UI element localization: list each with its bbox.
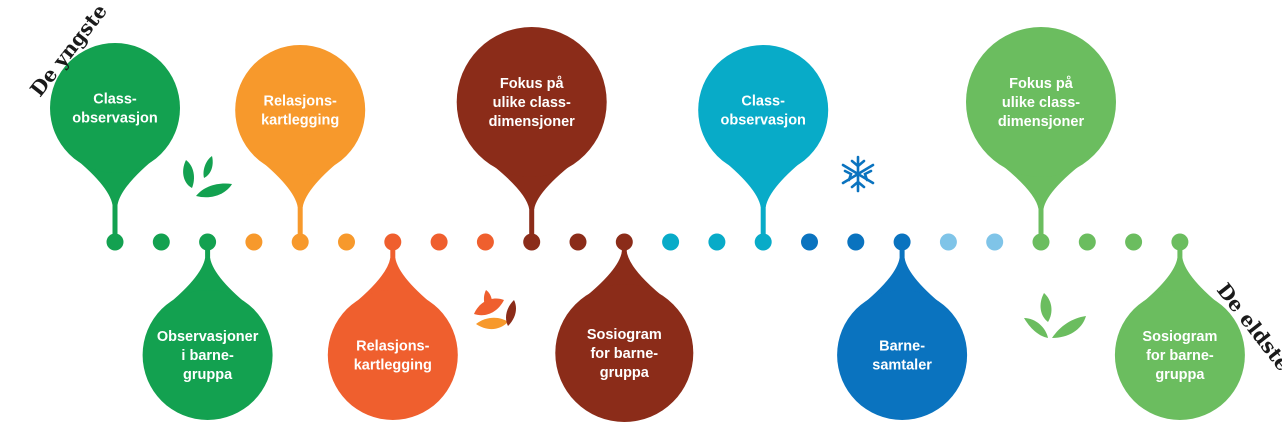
- timeline-dot: [801, 233, 818, 251]
- pin-label-line: observasjon: [72, 111, 157, 127]
- bottom-pin: Observasjoner i barne-gruppa: [142, 242, 273, 420]
- pin-label-line: kartlegging: [261, 113, 339, 129]
- pin-label-line: Relasjons-: [356, 339, 429, 355]
- timeline-dot: [1125, 233, 1143, 251]
- pin-label-line: i barne-: [181, 348, 234, 364]
- timeline-dot: [338, 233, 355, 251]
- pin-label: Relasjons-kartlegging: [261, 94, 339, 129]
- pin-label-line: dimensjoner: [489, 114, 576, 130]
- pin-label: Observasjoner i barne-gruppa: [157, 329, 259, 383]
- timeline-dot: [1171, 233, 1189, 251]
- timeline-dot: [245, 233, 263, 251]
- pin-label-line: Class-: [741, 94, 785, 110]
- pin-label-line: Observasjoner: [157, 329, 259, 345]
- bottom-pin: Sosiogram for barne-gruppa: [555, 242, 694, 422]
- pin-label-line: Sosiogram: [587, 327, 662, 343]
- pin-label-line: kartlegging: [354, 358, 432, 374]
- bottom-pin: Barne-samtaler: [837, 242, 968, 420]
- pin-label-line: gruppa: [183, 367, 233, 383]
- top-pin: Class-observasjon: [698, 45, 829, 242]
- bottom-pin: Sosiogram for barne-gruppa: [1114, 242, 1245, 420]
- pin-label-line: observasjon: [720, 113, 805, 129]
- summer-leaves-icon: [1024, 293, 1086, 338]
- pin-label-line: Fokus på: [1009, 76, 1074, 92]
- pin-label: Barne-samtaler: [872, 339, 932, 374]
- bottom-pin: Relasjons-kartlegging: [327, 242, 458, 420]
- timeline-dot: [106, 233, 124, 251]
- pin-label: Sosiogram for barne-gruppa: [1142, 329, 1217, 383]
- timeline-dot: [1078, 233, 1096, 251]
- pin-label-line: samtaler: [872, 358, 932, 374]
- timeline-dot: [384, 233, 402, 251]
- timeline-dot: [476, 233, 494, 251]
- pin-label-line: Sosiogram: [1142, 329, 1217, 345]
- timeline-dot: [662, 233, 680, 251]
- timeline-dot: [1032, 233, 1050, 251]
- timeline-dot: [430, 233, 448, 251]
- pin-label-line: for barne-: [590, 346, 658, 362]
- pin-label-line: gruppa: [1155, 367, 1205, 383]
- pin-label: Class-observasjon: [72, 92, 157, 127]
- timeline-dot: [847, 233, 865, 251]
- timeline-dot: [939, 233, 957, 251]
- pin-label: Fokus på ulike class-dimensjoner: [489, 76, 576, 130]
- pin-label-line: Barne-: [879, 339, 925, 355]
- pin-label-line: for barne-: [1146, 348, 1214, 364]
- pin-label-line: Class-: [93, 92, 137, 108]
- timeline-dot: [986, 233, 1004, 251]
- pin-label-line: Relasjons-: [264, 94, 337, 110]
- spring-leaves-icon: [183, 156, 232, 198]
- pin-label-line: gruppa: [600, 365, 650, 381]
- top-pin: Relasjons-kartlegging: [235, 45, 366, 242]
- pin-label: Sosiogram for barne-gruppa: [587, 327, 662, 381]
- pin-label: Class-observasjon: [720, 94, 805, 129]
- top-pin: Fokus på ulike class-dimensjoner: [966, 27, 1116, 242]
- top-pin: Class-observasjon: [50, 43, 180, 242]
- pin-label-line: ulike class-: [1002, 95, 1080, 111]
- timeline-dot: [754, 233, 772, 251]
- timeline-dot: [615, 233, 633, 251]
- timeline-dot: [708, 233, 726, 251]
- pin-label-line: dimensjoner: [998, 114, 1085, 130]
- timeline-pins: Class-observasjonRelasjons-kartleggingFo…: [50, 27, 1245, 422]
- autumn-leaves-icon: [474, 290, 516, 330]
- timeline-dot: [893, 233, 911, 251]
- pin-label-line: ulike class-: [493, 95, 571, 111]
- snowflake-icon: [841, 155, 875, 193]
- timeline-dots: [106, 233, 1189, 251]
- top-pin: Fokus på ulike class-dimensjoner: [456, 27, 607, 242]
- timeline-dot: [569, 233, 587, 251]
- pin-label: Relasjons-kartlegging: [354, 339, 432, 374]
- timeline-dot: [291, 233, 309, 251]
- timeline-dot: [199, 233, 217, 251]
- pin-label: Fokus på ulike class-dimensjoner: [998, 76, 1085, 130]
- pin-label-line: Fokus på: [500, 76, 565, 92]
- timeline-dot: [152, 233, 170, 251]
- timeline-dot: [523, 233, 541, 251]
